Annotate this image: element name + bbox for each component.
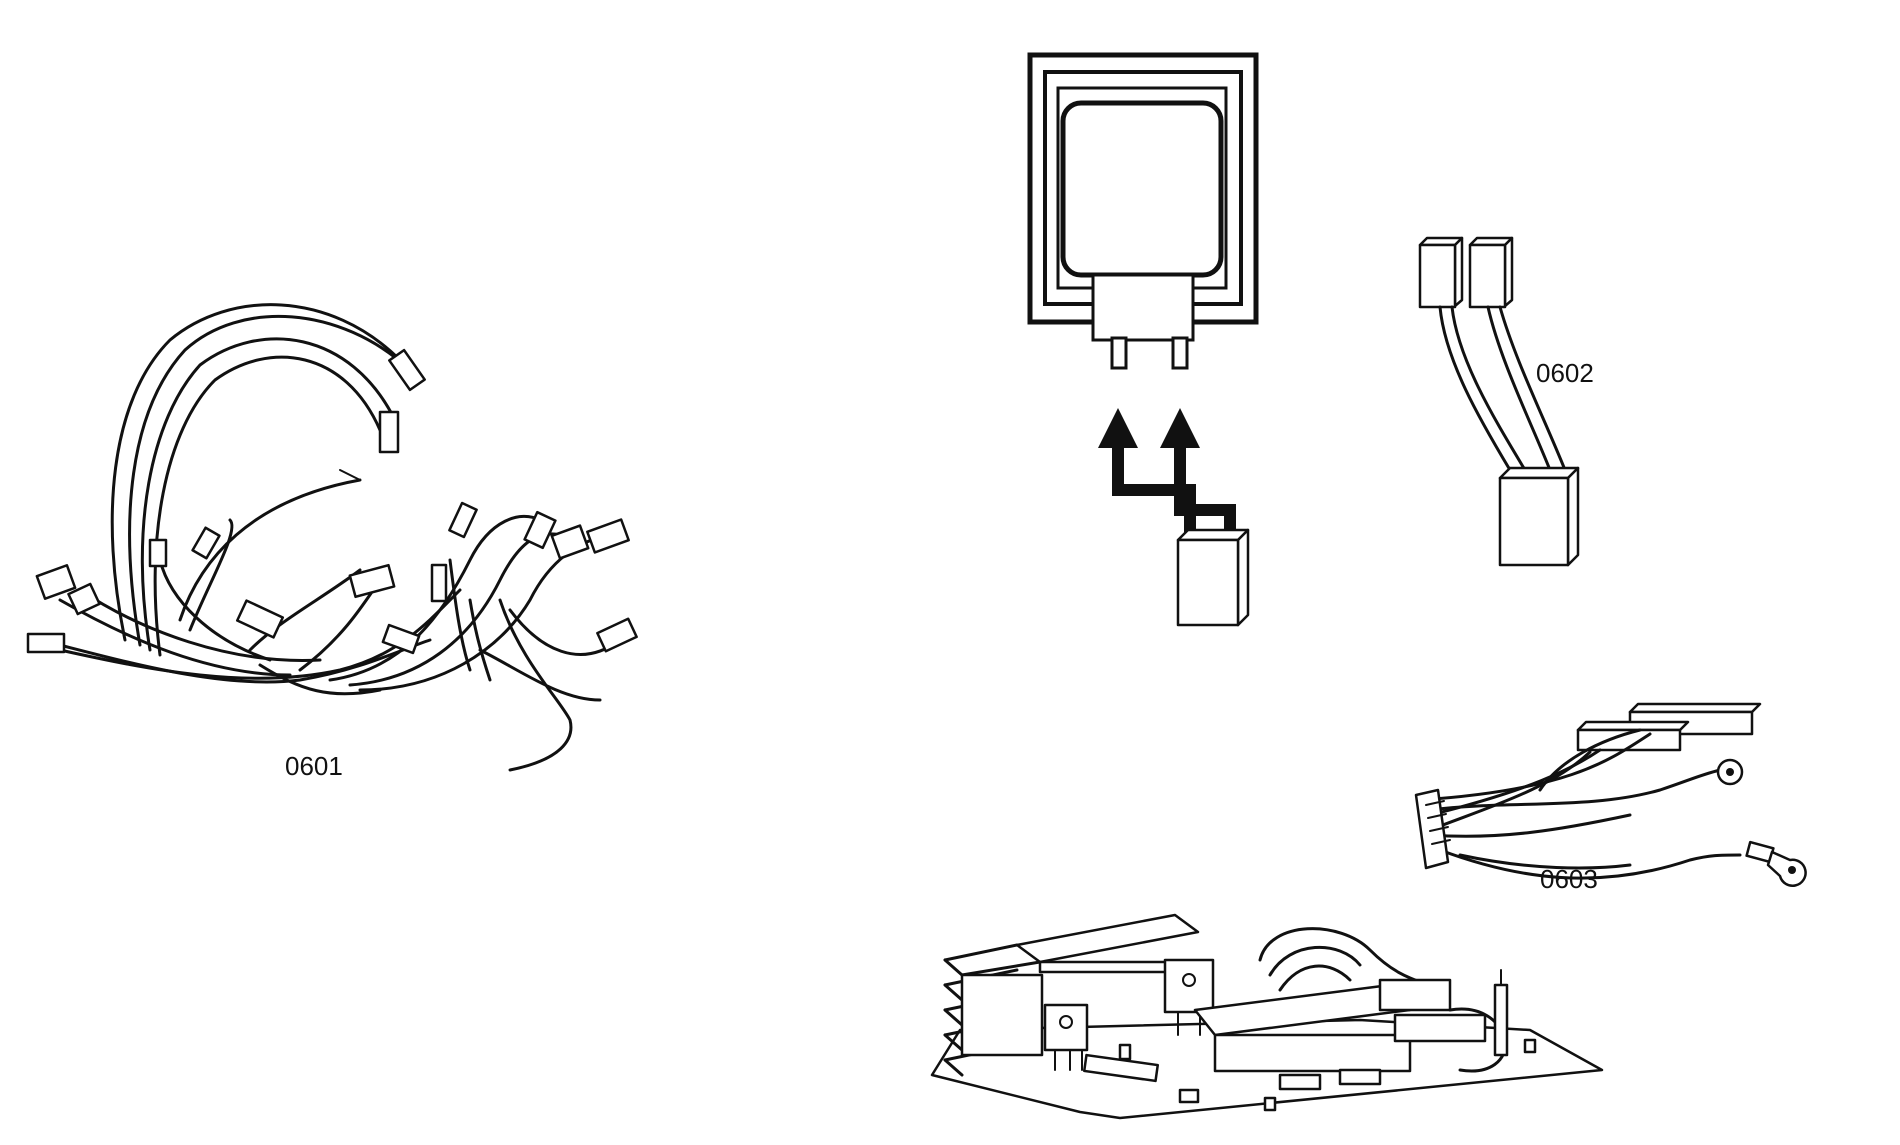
part-label-0602: 0602 [1536,358,1594,388]
circuit-board [930,913,1604,1120]
power-plug-assembly [1027,52,1259,627]
wire-harness-0601 [26,303,638,772]
part-label-0601: 0601 [285,751,343,781]
wire-lead-0602 [1418,236,1580,567]
part-label-0603: 0603 [1540,864,1598,894]
wire-assembly-0603 [1414,702,1807,887]
